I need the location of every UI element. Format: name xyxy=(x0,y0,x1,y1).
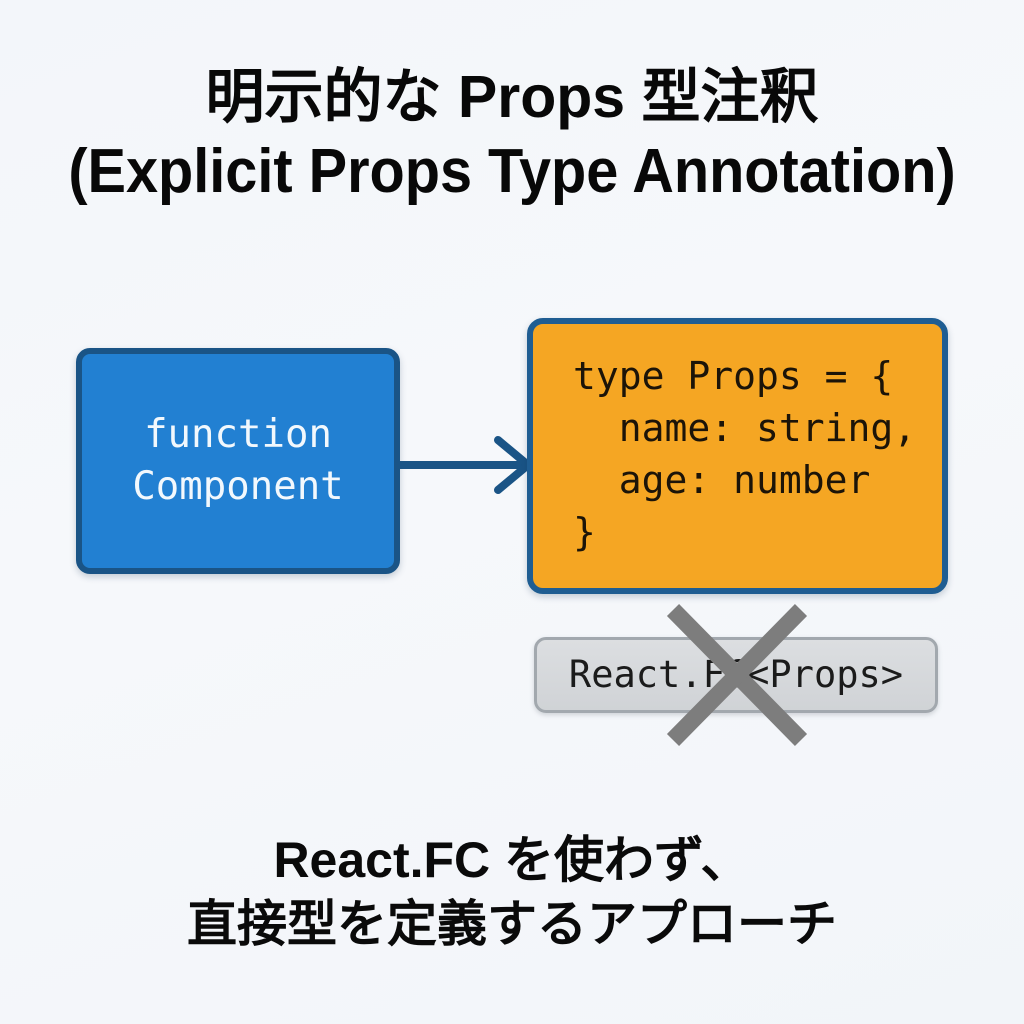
caption: React.FC を使わず、 直接型を定義するアプローチ xyxy=(0,828,1024,956)
react-fc-rejected-box: React.FC<Props> xyxy=(534,637,938,713)
props-type-box: type Props = { name: string, age: number… xyxy=(527,318,948,594)
arrow-right-icon xyxy=(398,436,532,494)
page-title-line-1: 明示的な Props 型注釈 xyxy=(205,64,819,130)
props-code-line-4: } xyxy=(573,510,596,554)
function-component-label-line-1: function xyxy=(144,412,332,457)
props-code-line-1: type Props = { xyxy=(573,354,894,398)
props-code-line-3: age: number xyxy=(573,458,871,502)
flow-arrow xyxy=(398,430,538,500)
page-title-line-2: (Explicit Props Type Annotation) xyxy=(68,137,956,206)
react-fc-label: React.FC<Props> xyxy=(568,653,904,696)
function-component-label-line-2: Component xyxy=(132,464,344,509)
function-component-box: function Component xyxy=(76,348,400,574)
caption-line-2: 直接型を定義するアプローチ xyxy=(187,896,837,952)
page-title: 明示的な Props 型注釈 (Explicit Props Type Anno… xyxy=(0,60,1024,210)
caption-line-1: React.FC を使わず、 xyxy=(273,832,751,888)
props-code-line-2: name: string, xyxy=(573,406,917,450)
